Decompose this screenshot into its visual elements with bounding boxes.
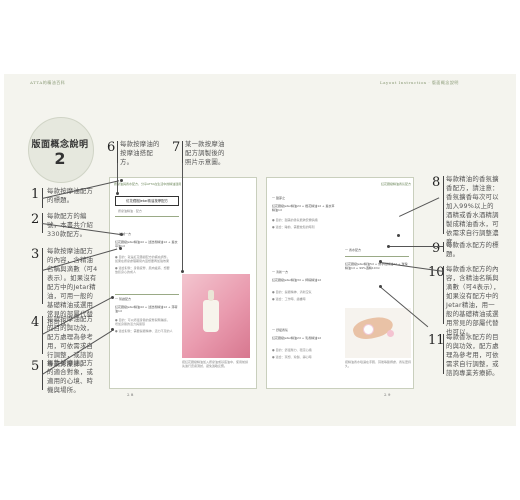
- left-page-number: 2 8: [127, 392, 134, 397]
- block-line: 如果在按摩處理期間內還想要再加強效果: [115, 259, 170, 263]
- block-recipe: 紅花鐵樹Jetar精油3d + 檸檬精油1d: [272, 278, 322, 282]
- callout-number: 7: [172, 140, 181, 155]
- block-heading: 一 甜夢之: [272, 196, 285, 200]
- block-line: ● 適合對象：需要提振精神、活力不足的人: [115, 329, 173, 333]
- block-line: ● 目的：就是紅花鐵樹配方的補充調整，: [115, 255, 170, 259]
- recipe-title-box: 紅花鐵樹Jetar精油按摩配方: [115, 196, 179, 206]
- block-line: ● 目的：可以紓緩身體的疲勞與緊繃感，: [115, 318, 170, 322]
- section-title: 版面概念說明: [31, 140, 89, 150]
- right-page-header: 紅花鐵樹精油香氛配方: [380, 182, 411, 186]
- block-line: ● 適合：工作時、讀書時: [272, 297, 306, 301]
- section-number: 2: [54, 149, 66, 168]
- block-heading: 一 舒緩香氣: [272, 328, 288, 332]
- right-running-title: Layout Instruction · 版面概念說明: [380, 80, 459, 85]
- photo-caption: 把精油香水噴灑在手腕、耳後等脈搏處，香氣更持久。: [345, 360, 412, 369]
- block-heading: 一 加減一方: [115, 232, 131, 236]
- left-page: 按摩油與香水配方，分享ATTA在生活中的精油運用 紅花鐵樹Jetar精油按摩配方…: [109, 177, 257, 389]
- callout-bar: [443, 334, 444, 374]
- bottle-cap-image: [208, 290, 214, 301]
- right-page: 紅花鐵樹精油香氛配方 一 甜夢之 紅花鐵樹Jetar精油2d + 橙花精油1d …: [266, 177, 414, 389]
- callout-bar: [42, 248, 43, 304]
- block-line: ● 適合：冥想、瑜伽、靜心時: [272, 355, 312, 359]
- callout-number: 1: [31, 187, 40, 202]
- block-heading: 一 清新一方: [272, 270, 288, 274]
- callout-number: 3: [31, 247, 40, 262]
- block-line: 增加身體的活力與循環: [115, 322, 146, 326]
- block-recipe: 紅花鐵樹Jetar精油2d + 乳香精油1d: [272, 336, 322, 340]
- left-running-title: ATTA的精油百科: [30, 80, 66, 85]
- block-recipe: 紅花鐵樹Jetar精油4d + 迷迭香精油1d + 薰衣草油1d: [115, 240, 178, 249]
- section-title-circle: [28, 117, 94, 183]
- callout-text: 每款香水配方的內容，含精油名稱與滴數（可4表示），如果沒有配方中的Jetar精油…: [446, 265, 500, 336]
- callout-text: 每款香水配方的標題。: [446, 241, 499, 258]
- perfume-recipe: 紅花鐵樹Jetar精油5d + 佛手柑精油2d + 玫瑰精油1d + 99%酒精…: [345, 262, 408, 271]
- right-page-number: 2 9: [384, 392, 391, 397]
- callout-number: 8: [432, 175, 441, 190]
- callout-bar: [443, 266, 444, 324]
- callout-number: 2: [31, 212, 40, 227]
- leader-line: [182, 163, 183, 271]
- bottle-image: [203, 300, 219, 332]
- callout-text: 每款配方的編號，本書共介紹330款配方。: [47, 212, 94, 238]
- callout-bar: [117, 141, 118, 163]
- callout-number: 9: [432, 241, 441, 256]
- callout-number: 4: [31, 315, 40, 330]
- left-page-header: 按摩油與香水配方，分享ATTA在生活中的精油運用: [114, 182, 182, 186]
- callout-number: 5: [31, 359, 40, 374]
- block-line: ● 目的：舒緩壓力、穩定心緒: [272, 348, 312, 352]
- block-line: ● 目的：提振精神、清新空氣: [272, 290, 312, 294]
- callout-number: 6: [107, 140, 116, 155]
- callout-text: 每款按摩油配方的適合對象，或適用的心境、時機與場所。: [47, 359, 94, 394]
- callout-bar: [42, 316, 43, 354]
- photo-caption: 把紅花鐵樹精油加入按摩油或基底油中，使用前請先進行皮膚測試，避免過敏反應。: [182, 360, 249, 369]
- recipe-subtitle: 按摩油精油 · 配方: [118, 209, 142, 213]
- block-line: 放鬆身心的成人: [115, 270, 137, 274]
- perfume-heading: 一 香水配方: [345, 248, 361, 252]
- block-heading: 一 幫讓配方: [115, 297, 131, 301]
- block-line: ● 適合：睡前、需要放鬆的時刻: [272, 225, 315, 229]
- block-line: ● 目的：甜美的香氣能夠安撫情緒: [272, 218, 318, 222]
- block-recipe: 紅花鐵樹Jetar精油2d + 橙花精油1d + 薰衣草精油1d: [272, 204, 335, 213]
- callout-bar: [182, 141, 183, 163]
- leader-line: [117, 163, 118, 193]
- callout-text: 某一款按摩油配方調製後的照片示意圖。: [185, 140, 225, 166]
- flower-image: [387, 330, 394, 337]
- block-line: ● 適合對象：身體疲勞、肌肉痠痛、想要: [115, 266, 170, 270]
- flower-image: [363, 324, 374, 335]
- callout-number: 11: [428, 333, 445, 348]
- callout-text: 每款香水配方的目的與功效，配方處理為參考用，可依需求自行調整，或諮詢專業芳療師。: [446, 333, 499, 377]
- leader-line: [388, 246, 443, 247]
- callout-bar: [443, 176, 444, 234]
- callout-text: 每款精油的香氛擴香配方，請注意：香氛擴香每次可以加入99%以上的酒精或香水酒精調…: [446, 175, 499, 246]
- callout-bar: [443, 242, 444, 252]
- callout-text: 每款按摩油的按摩油搭配方。: [120, 140, 160, 166]
- callout-bar: [42, 360, 43, 390]
- block-recipe: 紅花鐵樹Jetar精油4d + 迷迭香精油1d + 薄荷油1d: [115, 305, 178, 314]
